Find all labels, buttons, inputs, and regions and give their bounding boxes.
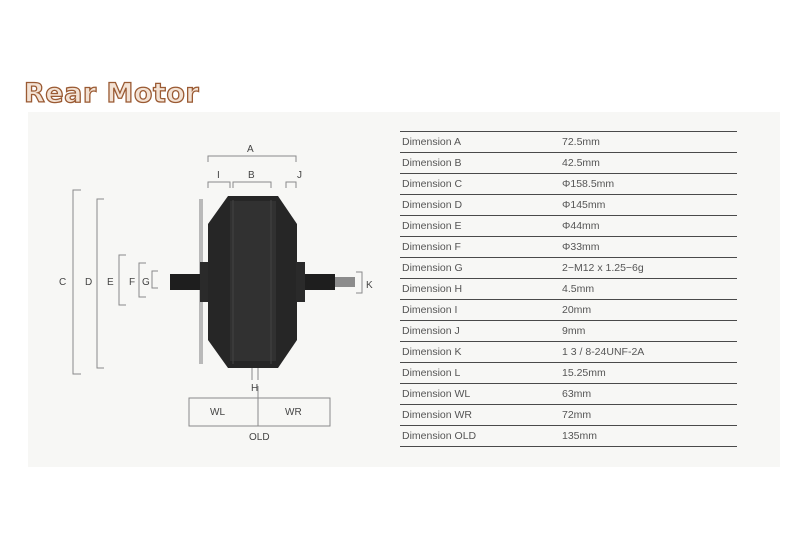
spec-name: Dimension WL bbox=[400, 383, 562, 405]
dimension-c-bracket bbox=[72, 189, 81, 375]
spec-value: 135mm bbox=[562, 425, 737, 447]
dimension-d-bracket bbox=[96, 198, 104, 369]
dimension-e-bracket bbox=[118, 254, 126, 306]
left-locknut bbox=[200, 262, 209, 302]
spec-value: Φ44mm bbox=[562, 215, 737, 237]
spec-name: Dimension D bbox=[400, 194, 562, 216]
spec-name: Dimension K bbox=[400, 341, 562, 363]
spec-value: 72mm bbox=[562, 404, 737, 426]
label-g: G bbox=[142, 277, 150, 288]
spec-value: 20mm bbox=[562, 299, 737, 321]
spec-value: 63mm bbox=[562, 383, 737, 405]
dimension-b-bracket bbox=[232, 181, 272, 188]
label-b: B bbox=[248, 170, 255, 181]
spec-name: Dimension G bbox=[400, 257, 562, 279]
spec-name: Dimension B bbox=[400, 152, 562, 174]
hub-center-band bbox=[230, 201, 276, 361]
spec-value: Φ33mm bbox=[562, 236, 737, 258]
dimension-g-bracket bbox=[151, 270, 158, 289]
spec-value: Φ145mm bbox=[562, 194, 737, 216]
label-h: H bbox=[251, 383, 258, 394]
spec-value: 42.5mm bbox=[562, 152, 737, 174]
spec-value: 15.25mm bbox=[562, 362, 737, 384]
axle-thread bbox=[335, 277, 355, 287]
spec-value: 9mm bbox=[562, 320, 737, 342]
page-title: Rear Motor bbox=[23, 77, 200, 109]
spec-value: 72.5mm bbox=[562, 131, 737, 153]
label-c: C bbox=[59, 277, 66, 288]
spec-value: 2−M12 x 1.25−6g bbox=[562, 257, 737, 279]
spec-name: Dimension L bbox=[400, 362, 562, 384]
dimension-i-bracket bbox=[207, 181, 231, 188]
spec-name: Dimension E bbox=[400, 215, 562, 237]
left-axle bbox=[170, 274, 200, 290]
dimension-a-bracket bbox=[207, 155, 297, 162]
label-j: J bbox=[297, 170, 302, 181]
motor-body bbox=[170, 196, 355, 368]
label-k: K bbox=[366, 280, 373, 291]
spec-value: 4.5mm bbox=[562, 278, 737, 300]
label-a: A bbox=[247, 144, 254, 155]
spec-name: Dimension OLD bbox=[400, 425, 562, 447]
old-dimension-box bbox=[188, 397, 331, 427]
spec-name: Dimension H bbox=[400, 278, 562, 300]
dimension-j-bracket bbox=[285, 181, 297, 188]
label-wr: WR bbox=[285, 407, 302, 418]
spec-name: Dimension I bbox=[400, 299, 562, 321]
spec-value: Φ158.5mm bbox=[562, 173, 737, 195]
label-i: I bbox=[217, 170, 220, 181]
label-f: F bbox=[129, 277, 135, 288]
spec-name: Dimension A bbox=[400, 131, 562, 153]
label-old: OLD bbox=[249, 432, 270, 443]
spec-name: Dimension J bbox=[400, 320, 562, 342]
right-locknut bbox=[296, 262, 305, 302]
label-e: E bbox=[107, 277, 114, 288]
dimension-f-bracket bbox=[138, 262, 146, 298]
label-d: D bbox=[85, 277, 92, 288]
right-axle bbox=[305, 274, 335, 290]
dimension-k-bracket bbox=[356, 271, 363, 294]
label-wl: WL bbox=[210, 407, 225, 418]
spec-name: Dimension C bbox=[400, 173, 562, 195]
spec-name: Dimension F bbox=[400, 236, 562, 258]
spec-value: 1 3 / 8-24UNF-2A bbox=[562, 341, 737, 363]
spec-name: Dimension WR bbox=[400, 404, 562, 426]
